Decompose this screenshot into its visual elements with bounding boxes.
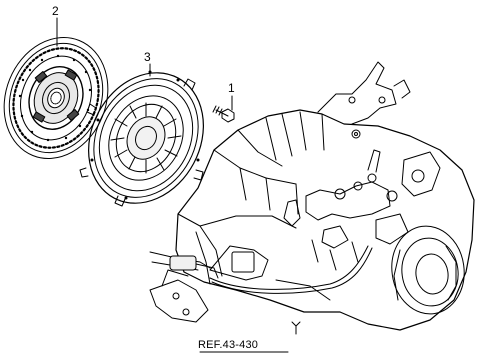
reference-label: REF.43-430 <box>198 339 259 351</box>
clutch-disc <box>3 37 109 159</box>
callout-bolt-number: 1 <box>228 81 235 95</box>
clutch-cover <box>79 70 204 207</box>
transaxle-housing <box>149 61 475 353</box>
bolt <box>212 95 235 123</box>
callout-disc-number: 2 <box>52 4 59 18</box>
callout-pressure-plate-number: 3 <box>144 50 151 64</box>
